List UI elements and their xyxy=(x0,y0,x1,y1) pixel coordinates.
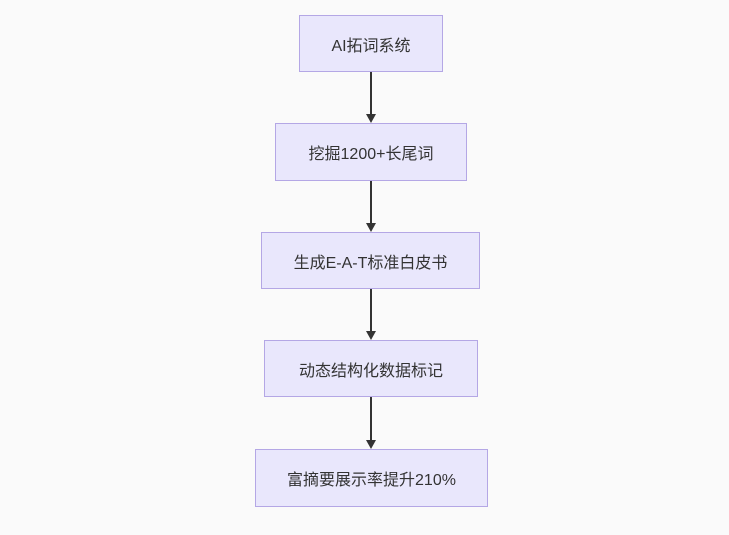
flow-node-eat-whitepaper: 生成E-A-T标准白皮书 xyxy=(261,232,480,289)
arrow-line xyxy=(370,289,372,331)
flow-arrow-d-to-e xyxy=(366,397,376,449)
arrowhead-down-icon xyxy=(366,114,376,123)
flow-node-longtail-mining: 挖掘1200+长尾词 xyxy=(275,123,467,181)
flow-node-ai-word-system: AI拓词系统 xyxy=(299,15,443,72)
arrowhead-down-icon xyxy=(366,223,376,232)
flow-node-label: 生成E-A-T标准白皮书 xyxy=(293,254,448,272)
flow-node-label: AI拓词系统 xyxy=(331,37,411,55)
arrow-line xyxy=(370,181,372,223)
flow-node-label: 动态结构化数据标记 xyxy=(298,362,443,380)
flow-node-rich-snippet-result: 富摘要展示率提升210% xyxy=(255,449,488,507)
arrow-line xyxy=(370,72,372,114)
arrowhead-down-icon xyxy=(366,440,376,449)
flow-arrow-b-to-c xyxy=(366,181,376,232)
flow-arrow-a-to-b xyxy=(366,72,376,123)
flow-node-label: 挖掘1200+长尾词 xyxy=(308,146,434,163)
flow-node-label: 富摘要展示率提升210% xyxy=(287,472,456,489)
arrow-line xyxy=(370,397,372,440)
arrowhead-down-icon xyxy=(366,331,376,340)
flow-node-structured-data-markup: 动态结构化数据标记 xyxy=(264,340,478,397)
flow-arrow-c-to-d xyxy=(366,289,376,340)
